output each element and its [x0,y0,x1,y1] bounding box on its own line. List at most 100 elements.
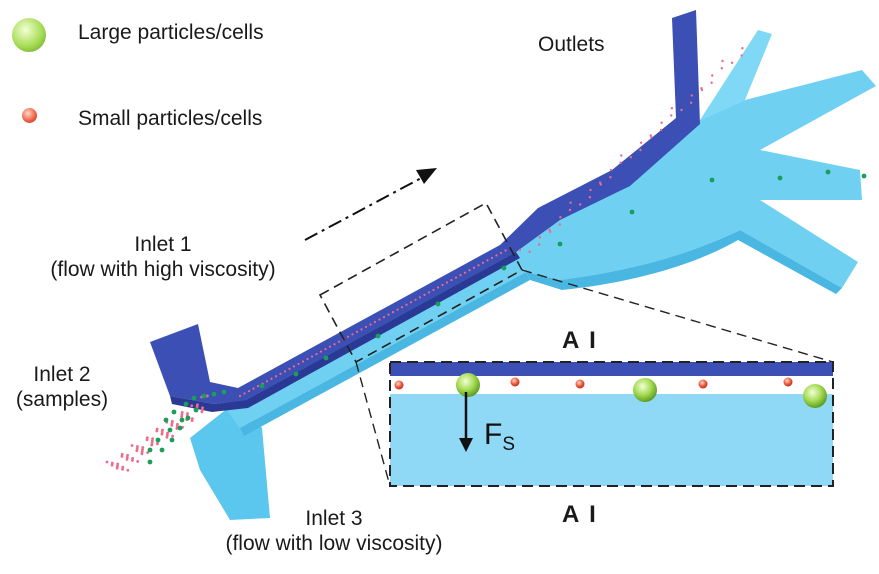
small-particle-dot [710,81,713,84]
large-particle-dot [159,447,165,453]
small-particle-legend-icon [22,108,37,123]
small-particle-dot [126,468,130,472]
large-particle-dot [155,437,161,443]
inlet1-title: Inlet 1 [134,233,192,256]
small-particle-dot [279,372,282,375]
small-particle-dot [135,447,139,450]
small-particle-dot [150,439,154,443]
small-particle-legend-label: Small particles/cells [78,107,263,130]
small-particle-dot [151,437,155,441]
small-particle-dot [670,107,674,110]
flow-direction-arrow [304,168,437,241]
small-particle-dot [252,387,255,390]
small-particle-dot [150,441,154,445]
small-particle-dot [538,236,542,239]
small-particle-dot [639,141,643,144]
small-particle-dot [589,188,592,192]
small-particle-dot [141,446,145,449]
large-particle-dot [193,407,199,413]
inlet1-desc: (flow with high viscosity) [50,258,276,281]
inset-large-particle [633,378,657,402]
large-particle-dot [171,409,177,415]
small-particle-dot [396,308,399,311]
large-particle-legend-label: Large particles/cells [78,21,264,44]
small-particle-dot [186,412,189,415]
small-particle-dot [195,405,199,409]
small-particle-dot [161,428,164,432]
large-particle-dot [169,437,175,443]
small-particle-dot [660,121,663,124]
small-particle-dot [477,264,480,267]
small-particle-dot [238,394,242,398]
small-particle-dot [721,59,724,63]
small-particle-dot [740,54,743,57]
small-particle-dot [346,335,350,338]
small-particle-dot [639,148,642,152]
small-particle-dot [141,448,144,451]
small-particle-dot [165,433,169,437]
small-particle-dot [121,465,125,469]
small-particle-dot [140,450,144,454]
small-particle-dot [680,108,683,112]
large-particle-dot [323,355,329,361]
small-particle-dot [136,460,140,463]
high-viscosity-layer [150,10,700,412]
small-particle-dot [190,404,194,408]
large-particle-legend-icon [12,18,46,52]
large-particle-dot [177,425,183,431]
large-particle-dot [629,209,635,215]
large-particle-dot [147,447,153,453]
small-particle-dot [160,432,164,436]
small-particle-dot [155,429,159,433]
small-particle-dot [146,451,149,455]
inset-large-particle [803,384,827,408]
zoom-region-box [318,201,834,487]
shear-force-label: FS [484,418,515,456]
small-particle-dot [414,298,417,301]
small-particle-dot [351,333,354,336]
small-particle-dot [328,345,332,348]
small-particle-dot [569,201,572,204]
small-particle-dot [490,256,494,259]
inlet2-title: Inlet 2 [33,363,91,386]
inset-small-particle [783,377,793,387]
small-particle-dot [243,392,246,395]
small-particle-dot [200,410,204,414]
small-particle-dot [125,458,129,461]
large-particle-dot [191,395,197,401]
small-particle-dot [355,330,359,333]
small-particle-dot [116,462,120,466]
small-particle-dot [256,385,260,388]
small-particle-dot [441,283,444,287]
large-particle-dot [557,241,563,247]
small-particle-dot [360,328,363,331]
large-particle-dot [147,459,153,465]
small-particle-dot [155,427,159,431]
small-particle-dot [145,436,149,440]
large-particle-dot [163,417,169,423]
small-particle-dot [288,367,291,370]
small-particle-dot [126,453,129,457]
small-particle-dot [190,417,194,421]
small-particle-dot [690,94,693,97]
large-particle-dot [183,401,189,407]
shear-force-arrow [459,392,473,452]
cross-section-inset [389,361,834,487]
inset-large-particle [456,373,480,397]
small-particle-dot [486,259,489,262]
small-particle-dot [306,357,309,361]
force-symbol: F [484,418,503,451]
small-particle-dot [528,250,531,253]
small-particle-dot [459,274,462,277]
small-particle-dot [180,415,184,418]
small-particle-dot [283,370,287,373]
small-particle-dot [538,243,541,246]
small-particle-dot [170,419,174,423]
small-particle-dot [670,114,673,117]
small-particle-dot [423,293,426,296]
large-particle-dot [825,169,831,175]
small-particle-dot [450,278,453,282]
small-particle-dot [333,343,336,346]
small-particle-dot [387,313,390,316]
